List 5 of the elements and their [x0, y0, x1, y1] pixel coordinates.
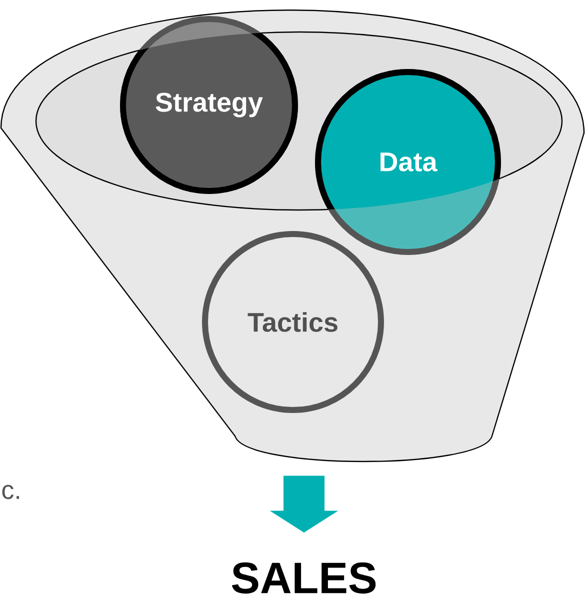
result-text: SALES	[232, 562, 376, 594]
circle-node: Strategy	[120, 16, 298, 194]
circle-node: Tactics	[202, 231, 384, 413]
circle-node: Data	[315, 69, 501, 255]
text-fragment: c.	[2, 484, 20, 500]
